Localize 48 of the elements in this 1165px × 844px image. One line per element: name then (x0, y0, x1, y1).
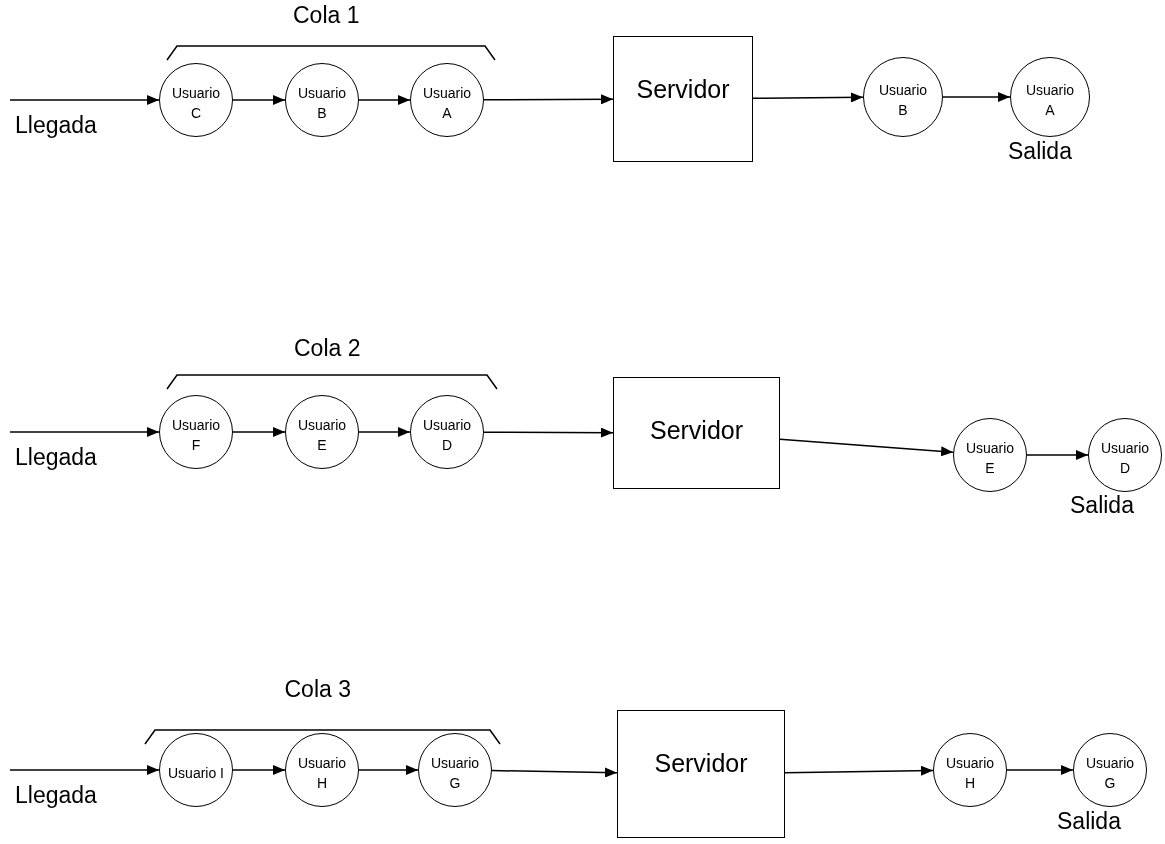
server-label: Servidor (649, 416, 744, 445)
arrow (1006, 765, 1074, 775)
arrow (752, 92, 864, 103)
arrow (483, 427, 614, 438)
arrow (358, 765, 419, 775)
user-label: Usuario D (1099, 439, 1151, 478)
server-box (613, 36, 753, 162)
arrow (9, 95, 160, 105)
arrival-label: Llegada (15, 112, 97, 139)
arrival-label: Llegada (15, 444, 97, 471)
user-label: Usuario E (964, 439, 1016, 478)
arrow (232, 427, 286, 437)
exit-label: Salida (1070, 492, 1134, 519)
user-label: Usuario A (421, 84, 473, 123)
arrow (483, 94, 614, 105)
queue-title: Cola 1 (293, 2, 360, 29)
arrow (784, 765, 934, 776)
arrow (9, 765, 160, 775)
arrow (9, 427, 160, 437)
arrow (232, 95, 286, 105)
arrow (779, 438, 954, 457)
user-label: Usuario C (170, 84, 222, 123)
arrow (491, 767, 618, 778)
server-label: Servidor (654, 749, 748, 778)
arrow (942, 92, 1011, 102)
exit-label: Salida (1057, 808, 1121, 835)
user-label: Usuario G (1084, 754, 1136, 793)
arrow (232, 765, 286, 775)
server-box (617, 710, 785, 838)
user-label: Usuario G (429, 754, 481, 793)
arrow (358, 427, 411, 437)
exit-label: Salida (1008, 138, 1072, 165)
user-label: Usuario H (944, 754, 996, 793)
user-label: Usuario F (170, 416, 222, 455)
user-label: Usuario D (421, 416, 473, 455)
user-label: Usuario E (296, 416, 348, 455)
arrow (358, 95, 411, 105)
user-label: Usuario B (296, 84, 348, 123)
arrival-label: Llegada (15, 782, 97, 809)
queue-title: Cola 2 (294, 335, 361, 362)
arrow (1026, 450, 1089, 460)
user-label: Usuario H (296, 754, 348, 793)
server-box (613, 377, 780, 489)
user-label: Usuario A (1024, 81, 1076, 120)
server-label: Servidor (636, 75, 730, 104)
queue-title: Cola 3 (284, 676, 351, 703)
user-label: Usuario I (167, 764, 225, 783)
user-label: Usuario B (877, 81, 929, 120)
